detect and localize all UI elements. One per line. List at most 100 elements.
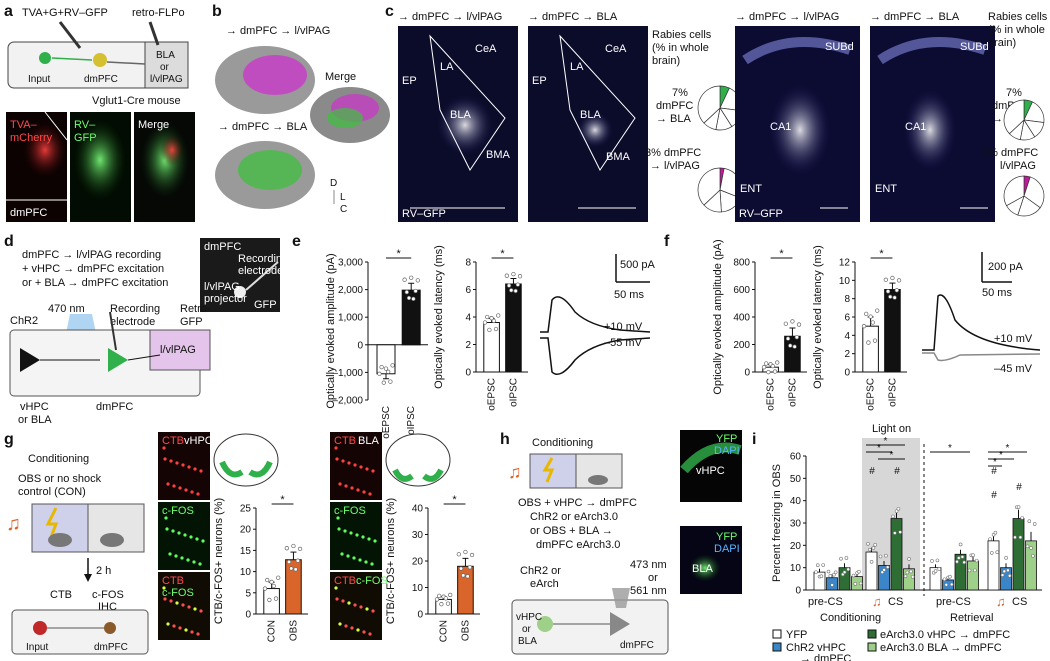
y-tick-label: 10 <box>412 583 424 594</box>
h-text-2: ChR2 or eArch3.0 <box>530 511 618 523</box>
bar-oipsc <box>884 289 901 373</box>
ctb-cell <box>365 467 369 471</box>
legend-swatch-yfp <box>772 629 782 639</box>
h-music-icon: ♫ <box>508 462 522 482</box>
ctb-cell <box>196 492 200 496</box>
g-img-cfos-1: c-FOS <box>162 505 194 517</box>
h-text-3: or OBS + BLA → <box>530 525 613 537</box>
axis-l: L <box>340 192 346 203</box>
c2-bma: BMA <box>606 151 631 163</box>
data-point <box>844 556 849 560</box>
g-img-ctb-1: CTB <box>162 435 184 447</box>
cfos-cell <box>177 531 181 535</box>
merged-cell <box>371 609 375 613</box>
f-trace: 200 pA 50 ms +10 mV –45 mV <box>922 252 1041 375</box>
g-img-cfos-2: c-FOS <box>162 587 194 599</box>
legend-swatch-earch-bla <box>867 642 877 652</box>
ctb-cell <box>344 484 348 488</box>
x-tick-label: oEPSC <box>381 406 392 439</box>
merged-cell <box>184 628 188 632</box>
data-point <box>873 543 878 547</box>
panel-g: g Conditioning OBS or no shock control (… <box>4 431 480 655</box>
e-trace-pos: +10 mV <box>604 321 643 333</box>
pie1-bot-2: → l/vlPAG <box>650 160 700 172</box>
y-tick-label: 25 <box>240 504 252 515</box>
y-tick-label: 30 <box>790 519 802 530</box>
panel-b-letter: b <box>212 3 222 20</box>
d-img-dmpfc: dmPFC <box>204 241 241 253</box>
panel-g-letter: g <box>4 431 14 448</box>
hash-mark: # <box>869 466 875 477</box>
cfos-cell <box>195 537 199 541</box>
f-trace-neg: –45 mV <box>994 363 1033 375</box>
rabies-1b: (% in whole <box>652 42 709 54</box>
d-chr2: ChR2 <box>10 315 38 327</box>
d-img-proj-1: l/vlPAG <box>204 281 240 293</box>
i-light-on: Light on <box>872 423 911 435</box>
x-tick-label: oIPSC <box>406 406 417 435</box>
y-tick-label: 50 <box>790 474 802 485</box>
cfos-cell <box>171 529 175 533</box>
data-point <box>276 575 281 580</box>
data-point <box>888 294 893 299</box>
img-label-dmpfc: dmPFC <box>10 207 47 219</box>
merged-cell <box>368 632 372 636</box>
significance-star: * <box>879 248 884 260</box>
data-point <box>853 582 858 586</box>
significance-star: * <box>500 248 505 260</box>
g-img-ctb-3: CTB <box>334 435 356 447</box>
y-tick-label: 40 <box>790 496 802 507</box>
y-axis-label: CTB/c-FOS+ neurons (%) <box>213 498 225 624</box>
data-point <box>885 565 890 569</box>
g-img-bla: BLA <box>358 435 379 447</box>
ctb-cell <box>368 492 372 496</box>
merged-cell <box>362 630 366 634</box>
legend-swatch-chr2 <box>772 642 782 652</box>
ctb-cell <box>178 486 182 490</box>
y-tick-label: 4 <box>844 331 850 342</box>
d-src-1: vHPC <box>20 401 49 413</box>
g-mouse-icon-2 <box>100 533 124 547</box>
panel-b: b → dmPFC → l/vlPAG Merge → dmPFC → BLA … <box>212 3 390 215</box>
data-point <box>456 552 461 557</box>
data-point <box>487 327 492 333</box>
x-tick-label: oIPSC <box>787 378 798 407</box>
data-point <box>891 514 895 519</box>
data-point <box>905 570 910 575</box>
data-point <box>1018 535 1023 540</box>
merged-cell <box>359 605 363 609</box>
y-tick-label: 0 <box>417 610 423 621</box>
x-tick-label: OBS <box>460 620 471 641</box>
d-text-1: dmPFC → l/vlPAG recording <box>22 249 161 261</box>
data-point <box>944 582 949 587</box>
i-cond: Conditioning <box>820 612 881 624</box>
h-source-neuron-icon <box>537 616 553 632</box>
data-point <box>463 549 468 555</box>
y-tick-label: 8 <box>844 294 850 305</box>
g-img-cfos-3: c-FOS <box>334 505 366 517</box>
g-shock-icon <box>45 507 59 541</box>
bar-con <box>263 588 280 615</box>
c3-rvgfp: RV–GFP <box>739 208 783 220</box>
data-point <box>869 560 874 564</box>
pie1-top-2: dmPFC <box>656 100 693 112</box>
legend-earch-vhpc: eArch3.0 vHPC → dmPFC <box>880 629 1010 641</box>
d-img-proj-2: projector <box>204 293 247 305</box>
merged-cell <box>356 628 360 632</box>
data-point <box>870 320 875 325</box>
data-point <box>956 556 961 560</box>
h-cond: Conditioning <box>532 437 593 449</box>
g-img-cfos-4: c-FOS <box>356 575 388 587</box>
pie-chart-2b <box>1003 175 1045 217</box>
h-dmpfc: dmPFC <box>620 640 654 651</box>
merged-cell <box>178 626 182 630</box>
panel-b-title-top: → dmPFC → l/vlPAG <box>226 25 330 37</box>
g-input-neuron-icon <box>33 621 47 635</box>
box-dmpfc: dmPFC <box>84 74 118 85</box>
d-rec-2: electrode <box>110 316 155 328</box>
x-tick-label: OBS <box>288 620 299 641</box>
panel-h-letter: h <box>500 431 510 448</box>
data-point <box>875 308 880 313</box>
